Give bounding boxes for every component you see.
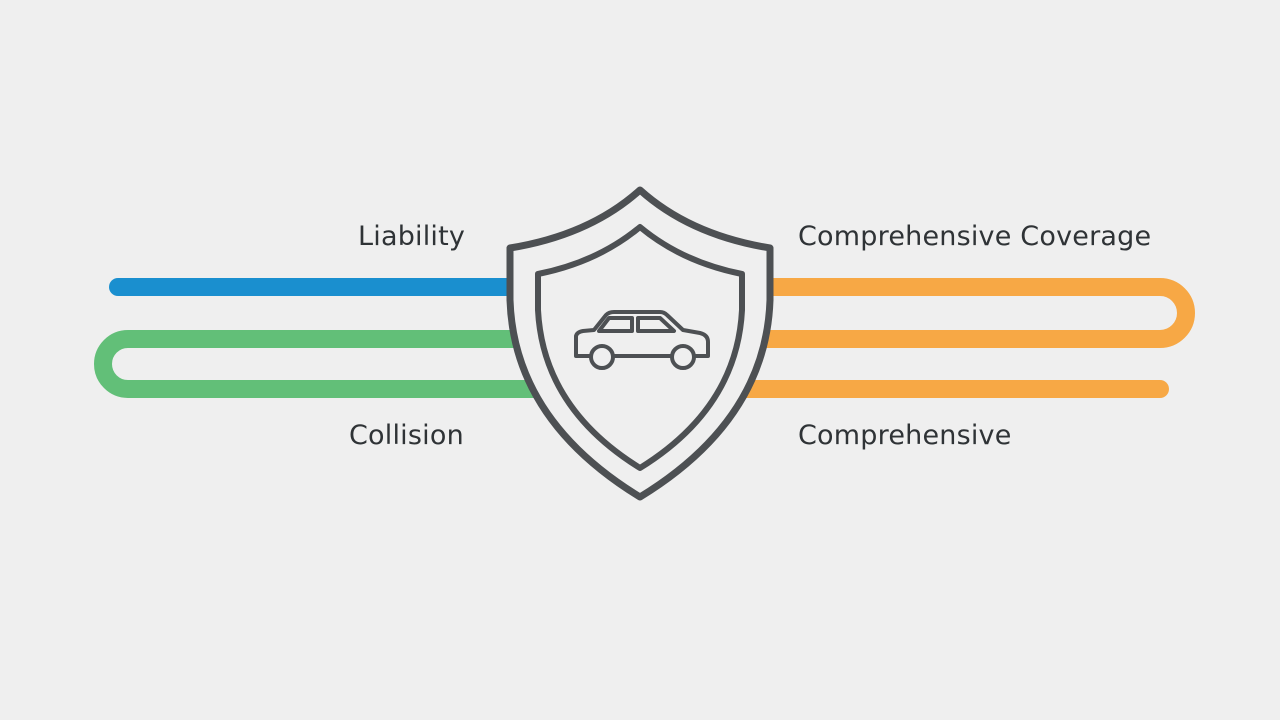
comprehensive-coverage-line <box>753 278 1195 348</box>
shield-icon <box>506 186 774 501</box>
comprehensive-coverage-label: Comprehensive Coverage <box>798 221 1152 252</box>
comprehensive-label: Comprehensive <box>798 420 1012 451</box>
liability-label: Liability <box>358 221 466 252</box>
collision-line <box>94 330 544 398</box>
car-icon <box>574 310 710 370</box>
collision-label: Collision <box>349 420 464 451</box>
